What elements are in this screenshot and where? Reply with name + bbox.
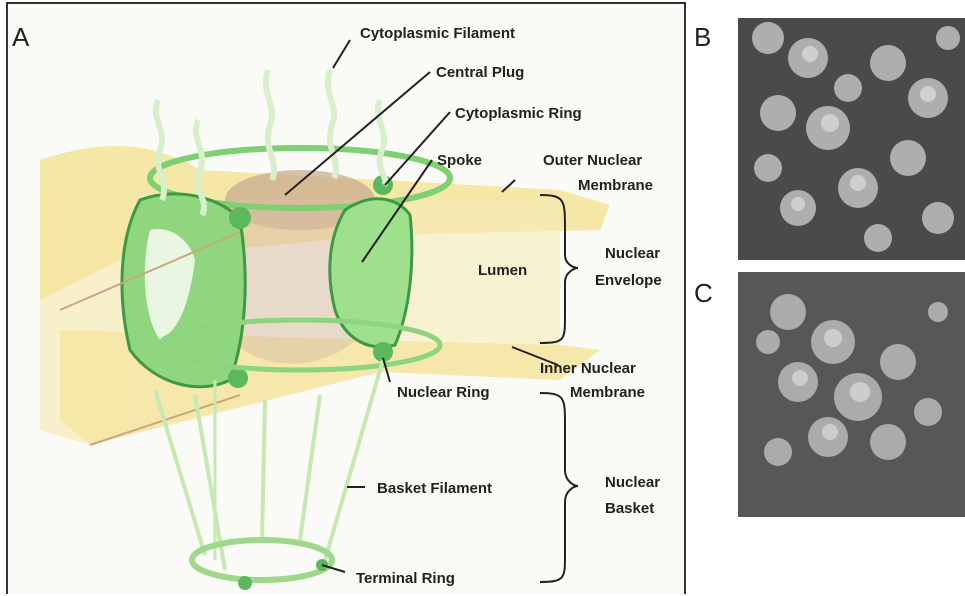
basket-filament-3 (262, 400, 265, 540)
basket-brace (540, 393, 578, 582)
basket-filament-5 (325, 360, 383, 560)
terminal-ring-knob (238, 576, 252, 590)
nuclear-ring-knob-left (228, 368, 248, 388)
panel-b-letter: B (694, 22, 711, 53)
label-nuclear-ring: Nuclear Ring (397, 384, 490, 401)
label-nuclear-envelope-2: Envelope (595, 272, 662, 289)
panel-c-letter: C (694, 278, 713, 309)
label-nuclear-basket-2: Basket (605, 500, 654, 517)
label-nuclear-basket-1: Nuclear (605, 474, 660, 491)
terminal-ring-shape (192, 540, 332, 580)
spoke-knob-left (229, 207, 251, 229)
micrograph-c-texture (738, 272, 965, 517)
label-nuclear-envelope-1: Nuclear (605, 245, 660, 262)
micrograph-c (738, 272, 965, 517)
label-cytoplasmic-filament: Cytoplasmic Filament (360, 25, 515, 42)
label-inner-membrane: Membrane (570, 384, 645, 401)
label-basket-filament: Basket Filament (377, 480, 492, 497)
label-outer-membrane: Membrane (578, 177, 653, 194)
basket-filament-4 (300, 395, 320, 540)
membrane-body (40, 190, 130, 445)
cyto-filament-3 (266, 70, 274, 180)
label-terminal-ring: Terminal Ring (356, 570, 455, 587)
cyto-filament-4 (328, 70, 336, 178)
label-cytoplasmic-ring: Cytoplasmic Ring (455, 105, 582, 122)
label-central-plug: Central Plug (436, 64, 524, 81)
micrograph-b (738, 18, 965, 260)
label-inner-nuclear: Inner Nuclear (540, 360, 636, 377)
label-outer-nuclear: Outer Nuclear (543, 152, 642, 169)
label-lumen: Lumen (478, 262, 527, 279)
label-spoke: Spoke (437, 152, 482, 169)
micrograph-b-texture (738, 18, 965, 260)
